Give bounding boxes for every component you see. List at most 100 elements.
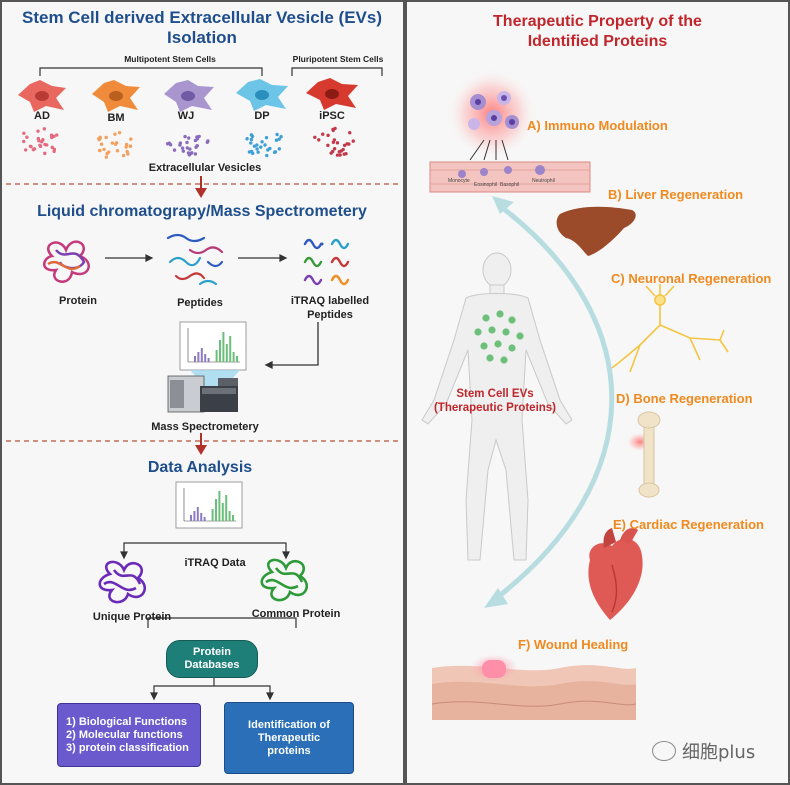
vesicle-dot bbox=[326, 143, 330, 148]
arrow-protein-peptides bbox=[105, 254, 154, 262]
vesicle-dot bbox=[41, 138, 45, 142]
right-title: Therapeutic Property of the Identified P… bbox=[410, 12, 785, 52]
protein-icon bbox=[43, 240, 90, 283]
section2-title: Liquid chromatograpy/Mass Spectrometery bbox=[37, 203, 367, 220]
vesicle-dot bbox=[313, 135, 317, 140]
vesicle-dot bbox=[255, 147, 259, 151]
down-arrow-2 bbox=[195, 433, 207, 455]
right-title-line1: Therapeutic Property of the bbox=[493, 13, 702, 30]
ev-dot bbox=[488, 326, 496, 334]
immune-label-neutrophil: Neutrophil bbox=[532, 178, 555, 184]
vesicle-dot bbox=[124, 145, 128, 149]
spectrum-bar bbox=[197, 352, 200, 362]
peptides-label: Peptides bbox=[177, 297, 223, 309]
vesicle-dot bbox=[265, 153, 269, 158]
immune-label-basophil: Basophil bbox=[500, 182, 520, 188]
merge-connector bbox=[147, 617, 297, 628]
vesicle-dot bbox=[183, 134, 187, 139]
spectrum-bar bbox=[215, 499, 217, 521]
db-split-connector bbox=[150, 675, 274, 701]
vesicle-dot bbox=[245, 137, 249, 141]
spectrum-bar bbox=[218, 491, 221, 521]
cell-ipsc-icon bbox=[306, 78, 358, 110]
spectrum-bar bbox=[236, 356, 238, 362]
pluripotent-bracket bbox=[291, 67, 383, 76]
vesicle-dot bbox=[277, 137, 281, 141]
vesicle-dot bbox=[43, 151, 47, 156]
vesicle-dot bbox=[22, 139, 26, 144]
cell-wj-icon bbox=[164, 80, 214, 112]
identification-line3: proteins bbox=[267, 744, 311, 757]
curved-arrow-head-top bbox=[492, 196, 514, 214]
protein-databases-line1: Protein bbox=[193, 646, 231, 658]
spectrum-bar bbox=[222, 332, 225, 362]
vesicle-dot bbox=[341, 147, 345, 152]
vesicle-dot bbox=[181, 149, 186, 153]
vesicle-dot bbox=[331, 127, 335, 132]
vesicle-dot bbox=[97, 148, 102, 153]
vesicle-dot bbox=[102, 147, 106, 152]
vesicle-dot bbox=[259, 145, 263, 149]
vesicle-dot bbox=[335, 141, 340, 145]
watermark-text: 细胞plus bbox=[682, 742, 756, 763]
spectrum-bar bbox=[194, 356, 196, 362]
vesicle-dot bbox=[104, 135, 108, 140]
vesicle-dot bbox=[272, 150, 277, 155]
unique-protein-icon bbox=[98, 560, 146, 604]
vesicle-dot bbox=[321, 132, 325, 136]
vesicle-dot bbox=[344, 152, 348, 156]
vesicle-dot bbox=[332, 138, 337, 142]
cell-ad-icon bbox=[18, 80, 66, 112]
vesicle-dot bbox=[342, 143, 347, 148]
vesicle-dot bbox=[249, 141, 253, 145]
function-item-3: 3) protein classification bbox=[66, 741, 189, 754]
vesicle-dot bbox=[351, 139, 355, 143]
vesicle-dot bbox=[128, 144, 132, 148]
spectrum-bar bbox=[200, 513, 203, 521]
protein-databases-box: Protein Databases bbox=[166, 640, 258, 678]
vesicle-dot bbox=[129, 137, 133, 141]
vesicle-dot bbox=[348, 131, 352, 135]
spectrum-bar bbox=[204, 354, 207, 362]
vesicle-dot bbox=[29, 144, 33, 149]
vesicle-dot bbox=[52, 134, 56, 139]
vesicle-dot bbox=[117, 130, 122, 135]
vesicle-dot bbox=[347, 142, 351, 146]
spectrum-bar bbox=[196, 507, 199, 521]
spectrum-bar bbox=[207, 358, 210, 362]
vesicle-dot bbox=[279, 135, 283, 139]
identification-line2: Therapeutic bbox=[257, 731, 321, 744]
itraq-label-line2: Peptides bbox=[307, 309, 353, 321]
vesicle-dot bbox=[121, 153, 126, 158]
vesicle-dot bbox=[260, 140, 264, 144]
ev-dot bbox=[494, 340, 502, 348]
vesicle-dot bbox=[107, 150, 111, 154]
cell-label-ad: AD bbox=[34, 110, 50, 122]
itraq-peptides-icon bbox=[303, 238, 350, 286]
split-connector bbox=[120, 542, 290, 560]
spectrum-bar bbox=[193, 511, 196, 521]
vesicle-dot bbox=[113, 142, 118, 146]
section1-title-line1: Stem Cell derived Extracellular Vesicle … bbox=[21, 8, 382, 27]
vesicle-dot bbox=[50, 145, 54, 150]
vesicle-dot bbox=[37, 139, 41, 143]
vesicle-dot bbox=[172, 148, 177, 152]
vesicle-dot bbox=[332, 147, 337, 151]
vesicle-dot bbox=[256, 150, 260, 154]
spectrum-bar bbox=[225, 344, 228, 362]
vesicle-dot bbox=[180, 146, 185, 150]
function-item-1: 1) Biological Functions bbox=[66, 715, 188, 728]
vesicle-dot bbox=[274, 138, 279, 142]
spectrum-bar bbox=[219, 340, 221, 362]
spectrum-bar bbox=[221, 503, 224, 521]
vesicle-dot bbox=[104, 155, 109, 159]
section3-title: Data Analysis bbox=[147, 459, 253, 476]
group-multipotent-label: Multipotent Stem Cells bbox=[124, 54, 216, 64]
spectrum-bar bbox=[215, 350, 218, 362]
vesicle-dot bbox=[326, 133, 330, 138]
vesicle-dot bbox=[31, 147, 36, 152]
vesicle-dot bbox=[185, 140, 189, 145]
protein-label: Protein bbox=[59, 295, 97, 307]
spectrum-bar bbox=[232, 515, 234, 521]
